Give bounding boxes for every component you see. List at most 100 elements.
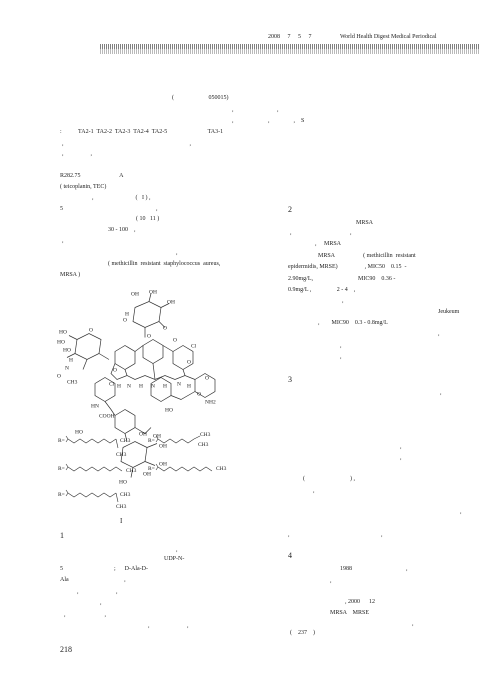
body-line: , [400, 455, 402, 461]
svg-text:HO: HO [59, 330, 67, 336]
body-line: UDP-N- [164, 556, 185, 562]
svg-text:N: N [177, 382, 181, 388]
svg-text:H: H [163, 384, 167, 390]
svg-text:COOH: COOH [99, 414, 115, 420]
header-rule [100, 44, 480, 49]
svg-text:N: N [151, 384, 155, 390]
body-line: ( 237 ) [290, 630, 315, 636]
body-line: MRSA [356, 220, 374, 226]
body-line: Jeukeum [438, 309, 460, 315]
svg-text:R=: R= [58, 438, 65, 444]
body-line: 1988 , [340, 566, 408, 572]
svg-text:CH3: CH3 [198, 442, 209, 448]
svg-text:O: O [123, 318, 127, 324]
svg-text:N: N [65, 366, 69, 372]
svg-text:R=: R= [148, 438, 155, 444]
abstract-line: ( 050015) [172, 95, 229, 101]
body-line: 5 , [60, 206, 158, 212]
svg-text:CH3: CH3 [216, 466, 227, 472]
body-line: MRSA ) [60, 272, 81, 278]
svg-text:R=: R= [58, 492, 65, 498]
header-journal: World Health Digest Medical Periodical [340, 34, 437, 40]
svg-text:CH3: CH3 [200, 432, 211, 438]
body-line: , [438, 331, 440, 337]
abstract-line: , , , S [232, 118, 305, 124]
section-2-number: 2 [288, 205, 292, 214]
body-line: ( ) , [303, 476, 355, 482]
svg-text:CH3: CH3 [126, 468, 137, 474]
svg-text:OH: OH [159, 462, 167, 468]
section-1-number: 1 [60, 531, 64, 540]
body-line: 0.9mg/L , 2 - 4 , [288, 287, 356, 293]
body-line: , , [68, 589, 118, 595]
body-line: , [330, 578, 332, 584]
svg-text:O: O [173, 338, 177, 344]
svg-text:Cl: Cl [109, 382, 115, 388]
body-line: , [340, 343, 342, 349]
body-line: 30 - 100 , [108, 227, 136, 233]
svg-text:OH: OH [167, 300, 175, 306]
svg-text:O: O [205, 376, 209, 382]
body-line: , MIC90 0.3 - 0.8mg/L [318, 320, 388, 326]
body-line: , [412, 621, 414, 627]
abstract-line: , , [62, 141, 191, 147]
body-line: MRSA MRSE [330, 610, 370, 616]
svg-text:OH: OH [159, 444, 167, 450]
body-line: , , [290, 230, 352, 236]
body-line: , [440, 390, 442, 396]
header-date: 2008 7 5 7 [268, 34, 312, 40]
svg-text:H: H [125, 312, 129, 318]
body-line: ( 10 11 ) [136, 216, 160, 222]
svg-text:CH3: CH3 [116, 504, 127, 508]
svg-text:H: H [139, 384, 143, 390]
abstract-line: , , [62, 151, 92, 157]
svg-text:CH3: CH3 [116, 452, 127, 458]
svg-text:NH2: NH2 [205, 400, 216, 406]
svg-text:H: H [69, 358, 73, 364]
body-line: , [340, 354, 342, 360]
body-line: 2.90mg/L, MIC90 0.36 - [288, 276, 396, 282]
svg-text:OH: OH [143, 472, 151, 478]
svg-text:O: O [89, 328, 93, 334]
body-line: , [342, 298, 344, 304]
body-line: , ( I ) , [92, 195, 151, 201]
body-line: , , [288, 532, 383, 538]
section-3-number: 3 [288, 375, 292, 384]
body-line: , [176, 250, 178, 256]
svg-text:HO: HO [63, 348, 71, 354]
body-line: , [100, 600, 102, 606]
body-line: , 2000 12 [345, 599, 375, 605]
svg-text:HO: HO [119, 480, 127, 486]
svg-text:O: O [187, 360, 191, 366]
body-line: , [62, 238, 64, 244]
svg-text:OH: OH [131, 292, 139, 298]
svg-text:H: H [117, 384, 121, 390]
svg-text:H: H [187, 384, 191, 390]
svg-text:CH3: CH3 [120, 438, 131, 444]
body-line: , [313, 488, 315, 494]
svg-text:O: O [147, 334, 151, 340]
body-line: ( teicoplanin, TEC) [60, 184, 107, 190]
svg-text:HO: HO [165, 408, 173, 414]
classification-number: R282.75 A [60, 173, 124, 179]
svg-text:O: O [57, 374, 61, 380]
svg-text:CH3: CH3 [120, 492, 131, 498]
body-line: ( methicillin resistant staphylococcus a… [108, 261, 221, 267]
structure-bonds [66, 293, 216, 478]
svg-text:R=: R= [58, 466, 65, 472]
body-line: , [400, 444, 402, 450]
svg-text:OH: OH [139, 432, 147, 438]
svg-text:OH: OH [149, 290, 157, 296]
svg-text:R=: R= [148, 466, 155, 472]
svg-text:N: N [127, 384, 131, 390]
svg-text:Cl: Cl [191, 344, 197, 350]
section-4-number: 4 [288, 551, 292, 560]
svg-text:O: O [113, 368, 117, 374]
svg-text:OH: OH [153, 434, 161, 440]
body-line: , [176, 547, 178, 553]
svg-text:HO: HO [57, 340, 65, 346]
body-line: , MRSA [315, 241, 342, 247]
body-line: , , [64, 612, 106, 618]
